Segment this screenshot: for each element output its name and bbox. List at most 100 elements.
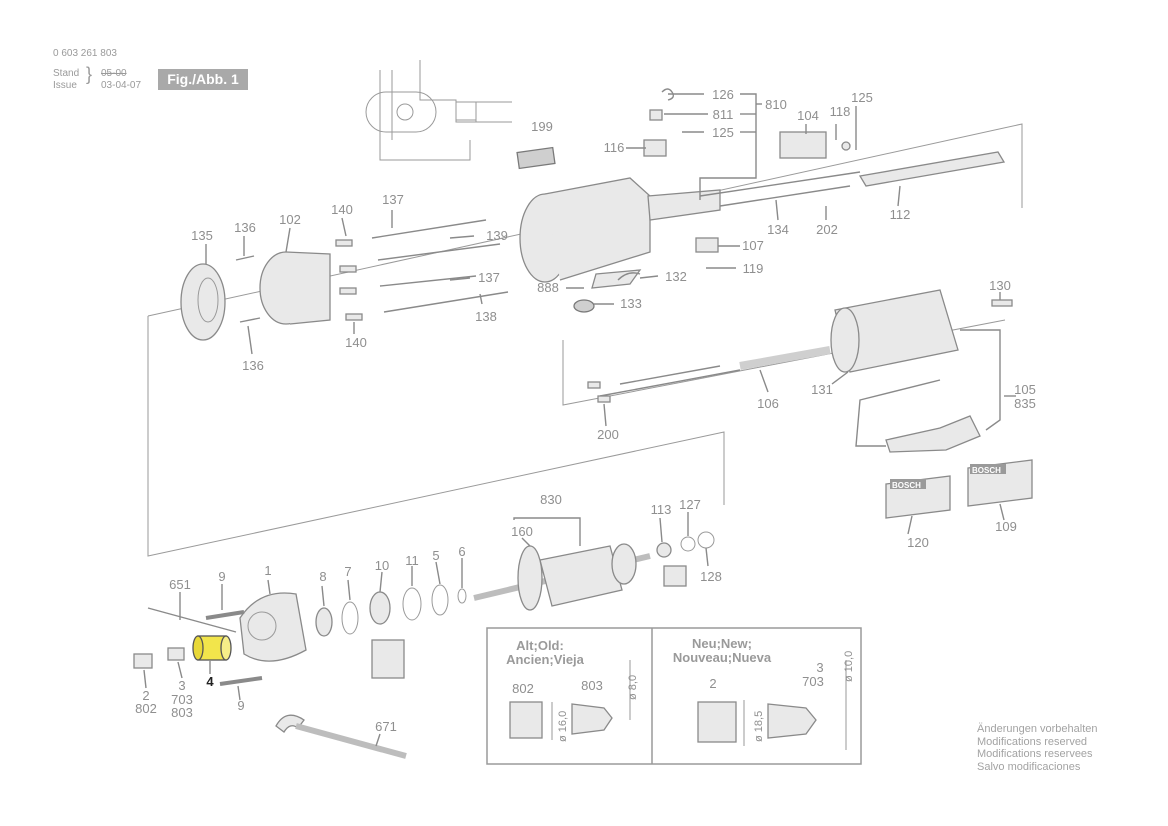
label-plate-199 [516, 146, 556, 170]
part-label-125a: 125 [712, 125, 734, 140]
part-label-106: 106 [757, 396, 779, 411]
inset-old-nut-dim: ø 16,0 [557, 711, 569, 742]
collet-comparison-inset: Alt;Old: Ancien;Vieja Neu;New; Nouveau;N… [486, 627, 862, 765]
part-label-6: 6 [458, 544, 465, 559]
old-date: 05-00 [101, 68, 127, 79]
part-label-830: 830 [540, 492, 562, 507]
part-label-127: 127 [679, 497, 701, 512]
part-label-160: 160 [511, 524, 533, 539]
part-label-140b: 140 [345, 335, 367, 350]
part-label-116: 116 [604, 140, 625, 155]
switch-parts [643, 88, 1006, 187]
part-label-112: 112 [890, 207, 911, 222]
part-label-888: 888 [537, 280, 559, 295]
inset-new-nut-dim: ø 18,5 [753, 711, 765, 742]
motor-housing [519, 171, 861, 313]
part-label-125b: 125 [851, 90, 873, 105]
part-label-139: 139 [486, 228, 508, 243]
leader-lines [143, 93, 1016, 747]
part-label-671: 671 [375, 719, 397, 734]
part-label-3: 3 [178, 678, 185, 693]
part-label-130: 130 [989, 278, 1011, 293]
part-label-9a: 9 [218, 569, 225, 584]
modifications-note: Änderungen vorbehalten Modifications res… [977, 723, 1097, 773]
part-label-835: 835 [1014, 396, 1036, 411]
part-label-138: 138 [475, 309, 497, 324]
inset-new-collet-dim: ø 10,0 [843, 651, 855, 682]
modifications-line-en: Modifications reserved [977, 735, 1088, 748]
inset-new-title-2: Nouveau;Nueva [673, 650, 772, 665]
inset-old-title-1: Alt;Old: [516, 638, 564, 653]
part-label-107: 107 [742, 238, 764, 253]
part-label-102: 102 [279, 212, 301, 227]
part-label-4-highlighted: 4 [206, 674, 214, 689]
part-label-811: 811 [713, 107, 734, 122]
inset-new-nut-label: 2 [709, 676, 716, 691]
part-label-126: 126 [712, 87, 734, 102]
part-label-803: 803 [171, 705, 193, 720]
inset-old-nut-label: 802 [512, 681, 534, 696]
front-end-parts [133, 584, 467, 686]
part-label-810: 810 [765, 97, 787, 112]
part-label-2: 2 [142, 688, 149, 703]
inset-new-collet-label-a: 3 [816, 660, 823, 675]
document-number: 0 603 261 803 [53, 48, 117, 59]
issue-label: Issue [53, 80, 77, 91]
part-label-119: 119 [743, 261, 764, 276]
part-label-136a: 136 [234, 220, 256, 235]
issue-date: 03-04-07 [101, 80, 142, 91]
part-label-10: 10 [375, 558, 389, 573]
part-label-651: 651 [169, 577, 191, 592]
part-label-109: 109 [995, 519, 1017, 534]
brand-text-109: BOSCH [972, 466, 1001, 475]
part-label-104: 104 [797, 108, 819, 123]
circuit-schematic [365, 60, 512, 161]
cable-and-handle [587, 289, 1013, 453]
part-label-136b: 136 [242, 358, 264, 373]
part-labels: 126 811 125 810 125 104 118 116 199 112 … [135, 87, 1036, 734]
part-label-7: 7 [344, 564, 351, 579]
modifications-line-fr: Modifications reservees [977, 748, 1093, 760]
stand-label: Stand [53, 68, 80, 79]
part-label-133: 133 [620, 296, 642, 311]
part-label-134: 134 [767, 222, 789, 237]
part-label-199: 199 [531, 119, 553, 134]
inset-old-title-2: Ancien;Vieja [506, 652, 585, 667]
part-label-128: 128 [700, 569, 722, 584]
armature [473, 531, 715, 611]
inset-new-collet-label-b: 703 [802, 674, 824, 689]
part-label-118: 118 [830, 104, 851, 119]
part-label-8: 8 [319, 569, 326, 584]
part-label-137a: 137 [382, 192, 404, 207]
part-label-113: 113 [651, 502, 672, 517]
highlighted-part-4 [192, 635, 232, 661]
part-label-135: 135 [191, 228, 213, 243]
brace-glyph: } [86, 64, 93, 84]
part-label-703: 703 [171, 692, 193, 707]
part-label-131: 131 [811, 382, 833, 397]
part-label-5: 5 [432, 548, 439, 563]
brand-plate-120: BOSCH [885, 475, 951, 519]
part-label-120: 120 [907, 535, 929, 550]
part-label-202: 202 [816, 222, 838, 237]
lower-frame-line [147, 316, 725, 557]
brand-plate-109: BOSCH [967, 459, 1033, 507]
part-label-137b: 137 [478, 270, 500, 285]
inset-old-collet-dim: ø 8,0 [627, 675, 639, 700]
part-label-105: 105 [1014, 382, 1036, 397]
spanner [275, 714, 407, 759]
part-label-9b: 9 [237, 698, 244, 713]
part-label-140a: 140 [331, 202, 353, 217]
figure-label: Fig./Abb. 1 [158, 69, 248, 90]
part-label-802: 802 [135, 701, 157, 716]
part-label-11: 11 [405, 553, 419, 568]
stator-parts [180, 219, 509, 341]
part-label-200: 200 [597, 427, 619, 442]
inset-old-collet-label: 803 [581, 678, 603, 693]
part-label-1: 1 [264, 563, 271, 578]
inset-new-title-1: Neu;New; [692, 636, 752, 651]
part-label-132: 132 [665, 269, 687, 284]
brand-text-120: BOSCH [892, 481, 921, 490]
modifications-line-de: Änderungen vorbehalten [977, 723, 1098, 735]
